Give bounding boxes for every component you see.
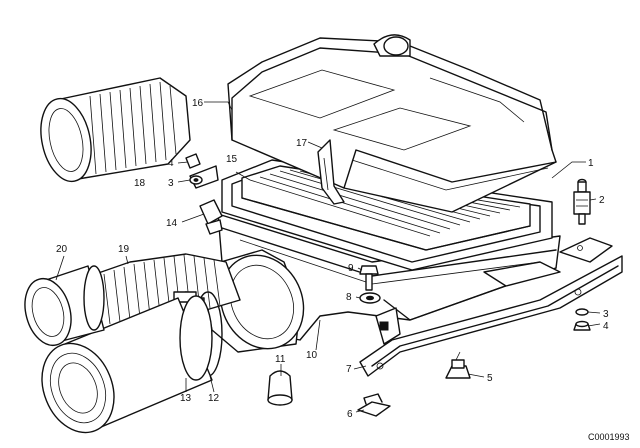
diagram-code: C0001993 (588, 432, 630, 442)
callout-14: 14 (166, 218, 178, 229)
callout-6: 6 (347, 409, 353, 420)
right-washer-nut (573, 308, 591, 331)
callout-4-right: 4 (603, 321, 609, 332)
intake-bellows-large (199, 249, 305, 353)
callout-15: 15 (226, 154, 238, 165)
cover-clip (317, 139, 345, 205)
callout-3-left: 3 (168, 178, 174, 189)
callout-4-left: 4 (168, 158, 174, 169)
housing-lug (375, 307, 401, 345)
callout-3-right: 3 (603, 309, 609, 320)
callout-labels: 1 2 3 4 5 6 7 8 9 10 11 12 13 14 15 3 4 … (56, 98, 609, 420)
callout-5: 5 (487, 373, 493, 384)
callout-8: 8 (346, 292, 352, 303)
callout-12: 12 (208, 393, 220, 404)
callout-16: 16 (192, 98, 204, 109)
intake-funnel (24, 265, 105, 347)
rubber-mount (573, 178, 591, 225)
washer (359, 292, 381, 304)
left-clip-and-nut (185, 153, 203, 185)
callout-13: 13 (180, 393, 192, 404)
callout-7: 7 (346, 364, 352, 375)
callout-18: 18 (134, 178, 146, 189)
callout-2: 2 (599, 195, 605, 206)
rubber-buffer (445, 351, 471, 379)
leader-lines (55, 101, 601, 413)
clip-nut (357, 393, 391, 417)
callout-20: 20 (56, 244, 68, 255)
callout-9: 9 (348, 263, 354, 274)
callout-19: 19 (118, 244, 130, 255)
callout-17: 17 (296, 138, 308, 149)
rubber-bellows-18 (40, 77, 191, 183)
rubber-cap (267, 370, 293, 406)
callout-1: 1 (588, 158, 594, 169)
hex-bolt (359, 265, 379, 291)
callout-11: 11 (275, 354, 286, 365)
mounting-bracket (359, 237, 623, 377)
left-sensor-assembly (189, 165, 223, 235)
callout-10: 10 (306, 350, 318, 361)
